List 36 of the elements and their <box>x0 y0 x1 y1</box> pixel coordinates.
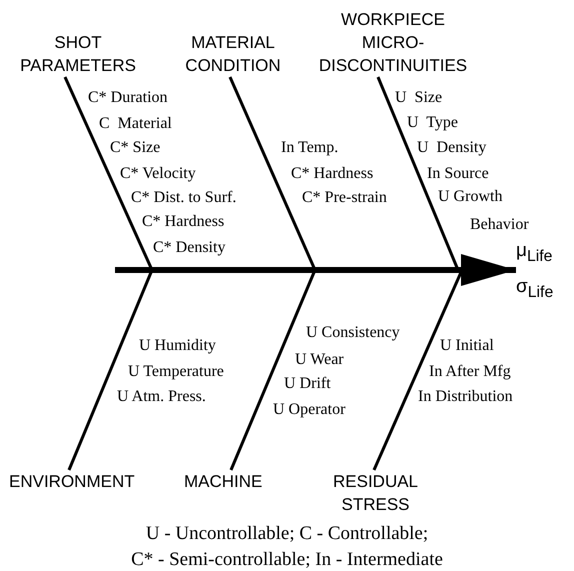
category-label: MATERIAL CONDITION <box>158 31 308 77</box>
cause-label: C* Hardness <box>142 212 224 231</box>
cause-label: C Material <box>99 114 172 133</box>
legend-note: U - Uncontrollable; C - Controllable; <box>144 522 430 546</box>
cause-label: U Atm. Press. <box>117 387 206 406</box>
legend-note: C* - Semi-controllable; In - Intermediate <box>130 548 444 571</box>
cause-label: U Growth Behavior <box>438 187 530 235</box>
cause-label: In Temp. <box>281 138 338 157</box>
cause-label: In Source <box>427 164 489 183</box>
cause-label: C* Density <box>153 238 226 257</box>
category-label: ENVIRONMENT <box>9 470 135 493</box>
cause-label: In Distribution <box>418 387 513 406</box>
effect-symbol: μ$_{Life}$ <box>516 239 554 267</box>
cause-label: U Size <box>395 88 442 107</box>
cause-label: U Drift <box>284 374 331 393</box>
category-label: WORKPIECE MICRO- DISCONTINUITIES <box>312 8 474 77</box>
cause-label: C* Dist. to Surf. <box>131 188 236 207</box>
cause-label: U Wear <box>295 350 344 369</box>
category-label: RESIDUAL STRESS <box>318 470 433 516</box>
cause-label: U Operator <box>273 400 346 419</box>
category-label: SHOT PARAMETERS <box>8 31 148 77</box>
cause-label: U Consistency <box>306 323 400 342</box>
cause-label: In After Mfg <box>429 362 511 381</box>
cause-label: C* Size <box>110 138 160 157</box>
cause-label: C* Duration <box>88 88 168 107</box>
cause-label: C* Pre-strain <box>302 188 387 207</box>
cause-label: C* Velocity <box>120 164 196 183</box>
effect-symbol: σ$_{Life}$ <box>516 274 554 303</box>
spine-arrow <box>115 254 516 286</box>
cause-label: U Initial <box>440 336 494 355</box>
cause-label: U Humidity <box>139 336 216 355</box>
cause-label: U Temperature <box>128 362 224 381</box>
cause-label: U Type <box>407 113 458 132</box>
cause-label: U Density <box>417 138 486 157</box>
cause-label: C* Hardness <box>291 164 374 183</box>
category-label: MACHINE <box>184 470 262 493</box>
